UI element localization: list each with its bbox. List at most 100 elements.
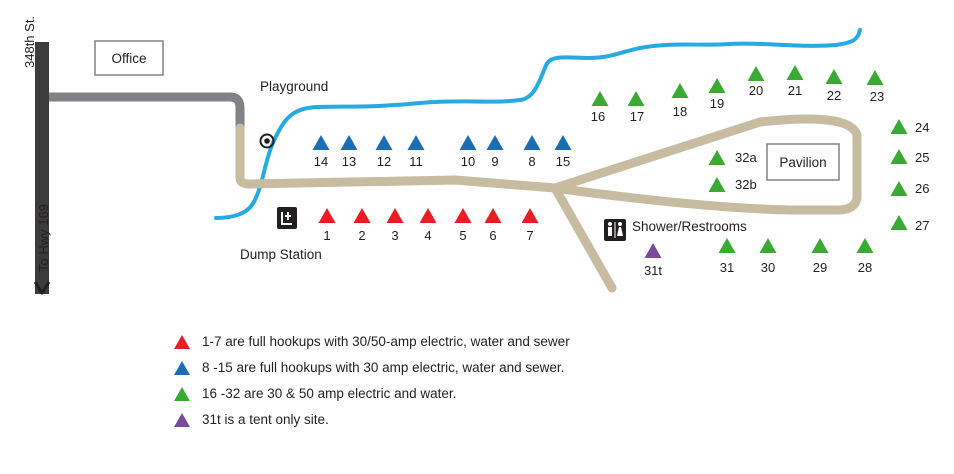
campsite-label: 18 — [673, 104, 687, 119]
campsite-label: 29 — [813, 260, 827, 275]
campsite-17: 17 — [627, 91, 645, 124]
pavilion-building — [766, 143, 840, 181]
street-348th — [35, 42, 49, 294]
dump-station-label: Dump Station — [240, 247, 322, 262]
campsite-26: 26 — [890, 181, 929, 196]
campsite-24: 24 — [890, 119, 929, 135]
legend-text: 16 -32 are 30 & 50 amp electric and wate… — [202, 386, 457, 401]
campsite-label: 26 — [915, 181, 929, 196]
campsite-18: 18 — [671, 83, 689, 119]
green-triangle-icon — [890, 119, 908, 134]
blue-triangle-icon — [486, 135, 504, 150]
campsite-28: 28 — [856, 238, 874, 275]
campsite-label: 19 — [710, 96, 724, 111]
campsite-label: 13 — [342, 154, 356, 169]
red-triangle-icon — [419, 208, 437, 223]
campsite-19: 19 — [708, 78, 726, 111]
green-triangle-icon — [786, 65, 804, 80]
campsite-label: 20 — [749, 83, 763, 98]
shower-label: Shower/Restrooms — [632, 219, 747, 234]
blue-triangle-icon — [174, 361, 190, 375]
purple-triangle-icon — [174, 413, 190, 427]
campsite-label: 9 — [491, 154, 498, 169]
highway-label: To Hwy 169 — [36, 204, 51, 272]
green-triangle-icon — [708, 177, 726, 192]
green-triangle-icon — [890, 149, 908, 164]
campsite-label: 6 — [489, 228, 496, 243]
campsite-13: 13 — [340, 135, 358, 169]
green-triangle-icon — [708, 150, 726, 165]
campsite-label: 4 — [424, 228, 431, 243]
green-triangle-icon — [708, 78, 726, 93]
blue-triangle-icon — [312, 135, 330, 150]
campsite-label: 23 — [870, 89, 884, 104]
campsite-31: 31 — [718, 238, 736, 275]
campsite-7: 7 — [521, 208, 539, 243]
campsite-label: 31t — [644, 263, 662, 278]
campsite-32a: 32a — [708, 150, 757, 165]
campsite-6: 6 — [484, 208, 502, 243]
purple-triangle-icon — [644, 243, 662, 258]
campsite-label: 10 — [461, 154, 475, 169]
paved-road — [45, 92, 245, 128]
red-triangle-icon — [386, 208, 404, 223]
pavilion-label: Pavilion — [779, 155, 826, 170]
campsite-4: 4 — [419, 208, 437, 243]
chevron-down-icon — [33, 281, 51, 295]
street-label: 348th St. — [22, 16, 37, 68]
campsite-label: 17 — [630, 109, 644, 124]
playground-icon — [259, 133, 275, 149]
blue-triangle-icon — [375, 135, 393, 150]
red-triangle-icon — [174, 335, 190, 349]
campsite-label: 2 — [358, 228, 365, 243]
campsite-label: 24 — [915, 120, 929, 135]
campsite-label: 7 — [526, 228, 533, 243]
red-triangle-icon — [454, 208, 472, 223]
campsite-16: 16 — [591, 91, 609, 124]
red-triangle-icon — [484, 208, 502, 223]
campsite-32b: 32b — [708, 177, 757, 192]
campsite-11: 11 — [407, 135, 425, 169]
red-triangle-icon — [353, 208, 371, 223]
green-triangle-icon — [671, 83, 689, 98]
green-triangle-icon — [591, 91, 609, 106]
red-triangle-icon — [318, 208, 336, 223]
green-triangle-icon — [627, 91, 645, 106]
campsite-label: 31 — [720, 260, 734, 275]
campsite-label: 5 — [459, 228, 466, 243]
green-triangle-icon — [825, 69, 843, 84]
campsite-label: 11 — [409, 154, 423, 169]
campsite-23: 23 — [866, 70, 884, 104]
campsite-14: 14 — [312, 135, 330, 169]
playground-label: Playground — [260, 79, 328, 94]
green-triangle-icon — [174, 387, 190, 401]
green-triangle-icon — [718, 238, 736, 253]
office-label: Office — [111, 51, 146, 66]
campsite-3: 3 — [386, 208, 404, 243]
green-triangle-icon — [747, 66, 765, 81]
campsite-label: 8 — [528, 154, 535, 169]
legend-text: 1-7 are full hookups with 30/50-amp elec… — [202, 334, 570, 349]
campsite-5: 5 — [454, 208, 472, 243]
campsite-label: 21 — [788, 83, 802, 98]
green-triangle-icon — [890, 215, 908, 230]
green-triangle-icon — [759, 238, 777, 253]
campsite-label: 3 — [391, 228, 398, 243]
campsite-9: 9 — [486, 135, 504, 169]
blue-triangle-icon — [340, 135, 358, 150]
green-triangle-icon — [856, 238, 874, 253]
campsite-29: 29 — [811, 238, 829, 275]
green-triangle-icon — [890, 181, 908, 196]
campsite-15: 15 — [554, 135, 572, 169]
campsite-10: 10 — [459, 135, 477, 169]
campsite-label: 25 — [915, 150, 929, 165]
blue-triangle-icon — [523, 135, 541, 150]
campsite-label: 28 — [858, 260, 872, 275]
campsite-label: 27 — [915, 218, 929, 233]
campsite-2: 2 — [353, 208, 371, 243]
legend-text: 8 -15 are full hookups with 30 amp elect… — [202, 360, 565, 375]
campsite-25: 25 — [890, 149, 929, 165]
